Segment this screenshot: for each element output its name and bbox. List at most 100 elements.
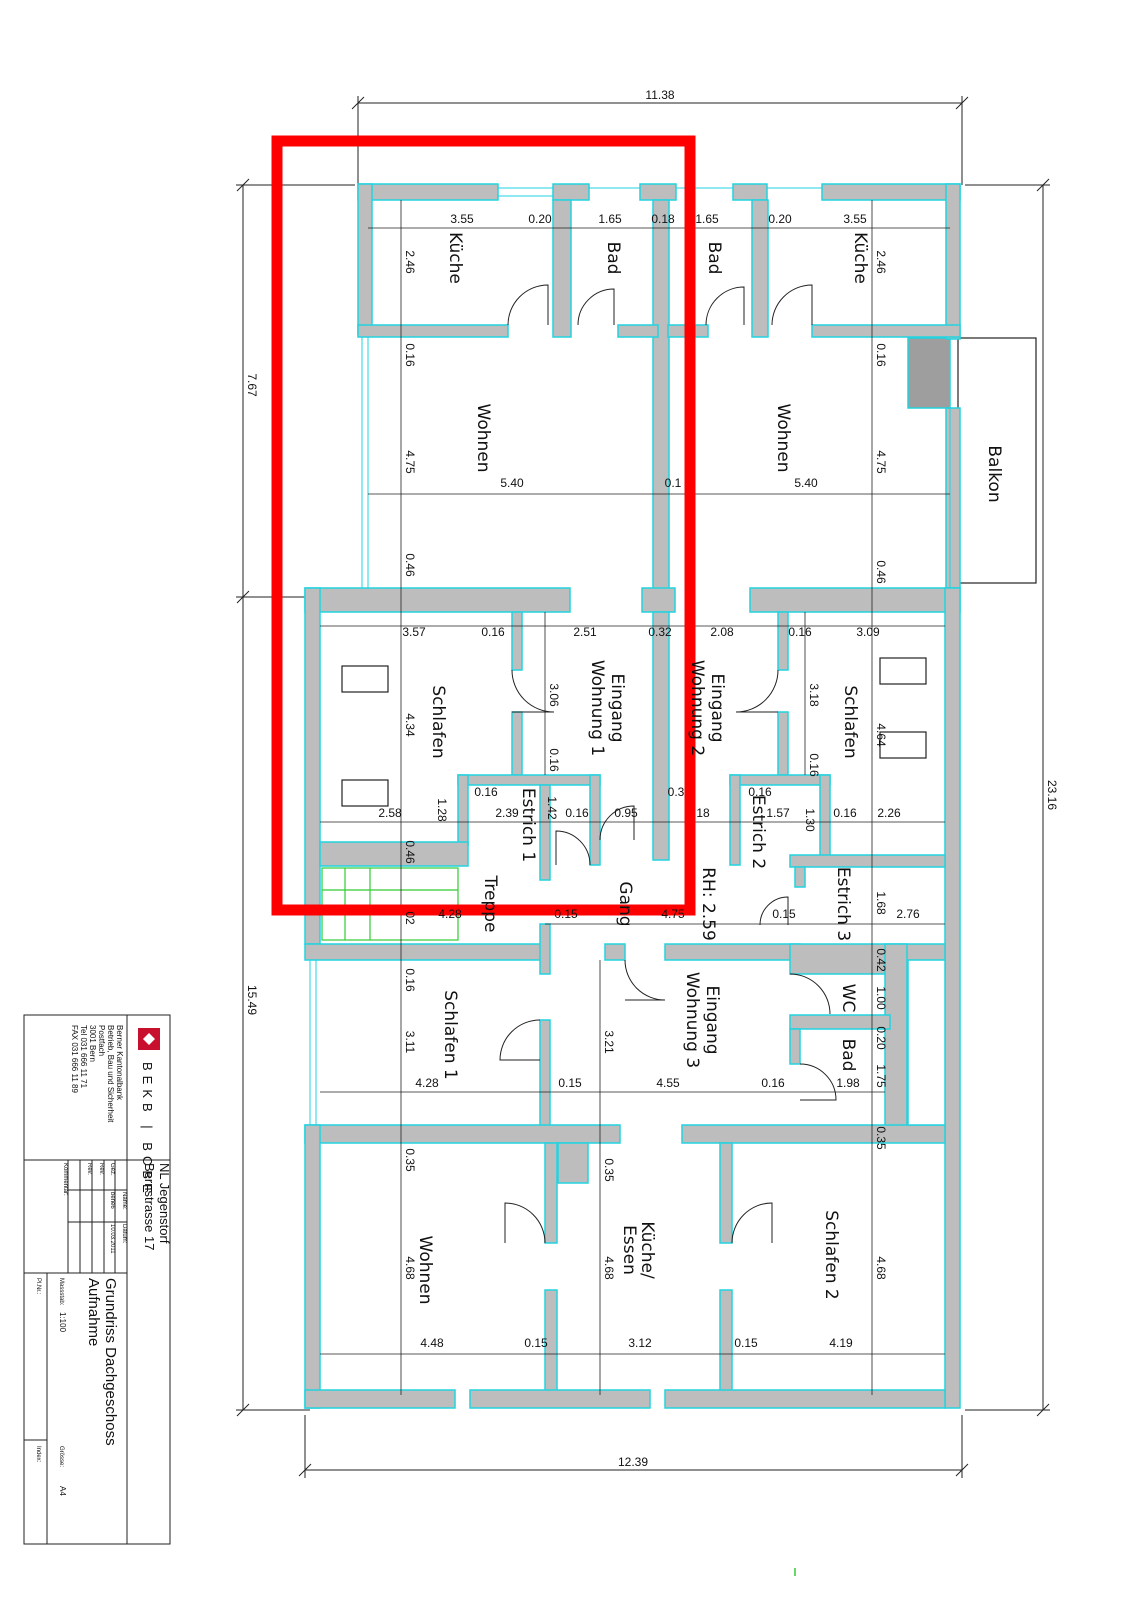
dim-label: 5.40 [794, 476, 818, 490]
title-block-tel: Tel 031 666 11 71 [79, 1025, 88, 1089]
room-wohnen-right: Wohnen [773, 404, 793, 473]
title-block-index-label: Index: [35, 1446, 41, 1463]
title-block-subtitle: Aufnahme [85, 1278, 102, 1346]
room-bad-right: Bad [704, 242, 724, 275]
title-block-fax: FAX 031 666 11 89 [70, 1025, 79, 1093]
title-block-header-name: Name: [121, 1192, 127, 1210]
dim-label: 2.08 [710, 625, 734, 639]
title-block-row-rev1: Rev. [98, 1163, 104, 1175]
dim-label: 0.16 [748, 785, 772, 799]
title-block-massstab: 1:100 [58, 1312, 67, 1333]
dim-label: 1.98 [836, 1076, 860, 1090]
room-estrich1: Estrich 1 [518, 788, 538, 862]
title-block-street: Bernstrasse 17 [142, 1163, 157, 1250]
dim-label: 0.35 [403, 1148, 417, 1172]
dim-label: 0.16 [807, 753, 821, 777]
dim-bottom-width: 12.39 [618, 1455, 648, 1469]
dim-label: 02 [403, 911, 417, 925]
dim-label: 0.46 [403, 553, 417, 577]
dim-label: 0.20 [768, 212, 792, 226]
dim-label: 4.28 [415, 1076, 439, 1090]
title-block [23, 1014, 171, 1545]
title-block-row-kommentar: Kommentar: [62, 1163, 68, 1196]
dim-right-total: 23.16 [1045, 780, 1059, 810]
title-block-department: Betrieb, Bau und Sicherheit [106, 1025, 115, 1123]
room-kueche-right: Küche [850, 232, 870, 284]
room-eingang1-line2: Wohnung 1 [587, 660, 607, 756]
dim-label: 3.57 [402, 625, 426, 639]
dim-label: 1.65 [598, 212, 622, 226]
room-gang: Gang [615, 881, 635, 926]
dim-label: 4.68 [602, 1256, 616, 1280]
dim-label: 0.46 [403, 840, 417, 864]
room-wohnen-left: Wohnen [473, 404, 493, 473]
dim-label: 0.35 [602, 1158, 616, 1182]
title-block-location: NL Jegenstorf [157, 1163, 172, 1244]
dim-label: 0.32 [648, 625, 672, 639]
dim-label: 3.55 [843, 212, 867, 226]
title-block-postfach: Postfach [97, 1025, 106, 1056]
dim-label: 0.35 [874, 1126, 888, 1150]
title-block-city: 3001 Bern [88, 1025, 97, 1062]
dim-label: 4.68 [874, 1256, 888, 1280]
title-block-value-datum: 10.03.2011 [109, 1224, 115, 1254]
dim-label: 1.75 [874, 1064, 888, 1088]
room-kueche3-line1: Küche/ [637, 1221, 657, 1279]
title-block-logo-text: BEKB | BCBE [140, 1062, 155, 1198]
dim-label: 1.68 [874, 891, 888, 915]
stairs [321, 867, 459, 941]
dim-label: 1.28 [435, 798, 449, 822]
room-kueche3-line2: Essen [619, 1225, 639, 1275]
room-schlafen-left: Schlafen [428, 685, 448, 758]
room-balkon: Balkon [984, 445, 1004, 502]
dim-label: 0.16 [403, 968, 417, 992]
room-estrich3: Estrich 3 [833, 867, 853, 941]
title-block-company: Berner Kantonalbank [115, 1025, 124, 1101]
dimension-labels: 3.55 0.20 1.65 0.18 1.65 0.20 3.55 2.46 … [378, 212, 920, 1350]
dim-label: 0.15 [558, 1076, 582, 1090]
dim-left-upper: 7.67 [245, 373, 259, 397]
room-bad3: Bad [838, 1039, 858, 1072]
dim-label: 0.16 [403, 343, 417, 367]
dim-label: 0.16 [761, 1076, 785, 1090]
dim-label: 0.42 [874, 948, 888, 972]
dim-label: 3.18 [807, 683, 821, 707]
walls [304, 183, 961, 1409]
dim-label: 3.06 [547, 683, 561, 707]
dim-label: 4.55 [656, 1076, 680, 1090]
dim-label: 4.48 [420, 1336, 444, 1350]
dim-label: 0.20 [528, 212, 552, 226]
dim-label: 2.26 [877, 806, 901, 820]
dim-label: 3.21 [602, 1030, 616, 1054]
title-block-row-gez: Gez. [109, 1163, 115, 1176]
title-block-header-datum: Datum: [121, 1224, 127, 1244]
dim-label: 2.51 [573, 625, 597, 639]
room-wohnen3: Wohnen [415, 1236, 435, 1305]
room-eingang1-line1: Eingang [607, 673, 627, 742]
title-block-massstab-label: Massstab: [58, 1278, 64, 1306]
dim-label: 0.16 [481, 625, 505, 639]
dim-label: 0.15 [734, 1336, 758, 1350]
dim-label: 0.16 [788, 625, 812, 639]
room-eingang3-line1: Eingang [702, 985, 722, 1054]
dim-label: 2.46 [403, 250, 417, 274]
room-bad-left: Bad [603, 242, 623, 275]
dim-label: 3.11 [403, 1031, 417, 1054]
dim-label: 0.15 [772, 907, 796, 921]
dim-label: 1.30 [803, 808, 817, 832]
interior-dim-lines [320, 200, 950, 1395]
bekb-logo [138, 1028, 160, 1050]
room-eingang2-line2: Wohnung 2 [687, 660, 707, 756]
dim-label: 4.75 [661, 907, 685, 921]
dim-label: 4.28 [438, 907, 462, 921]
title-block-grosse: A4 [58, 1486, 67, 1496]
room-eingang2-line1: Eingang [707, 673, 727, 742]
dim-left-lower: 15.49 [245, 985, 259, 1015]
dim-label: 0.18 [651, 212, 675, 226]
dim-label: 4.34 [403, 713, 417, 737]
dim-label: 5.40 [500, 476, 524, 490]
dim-label: 0.16 [474, 785, 498, 799]
title-block-row-rev2: Rev. [86, 1163, 92, 1175]
dim-label: 2.39 [495, 806, 519, 820]
